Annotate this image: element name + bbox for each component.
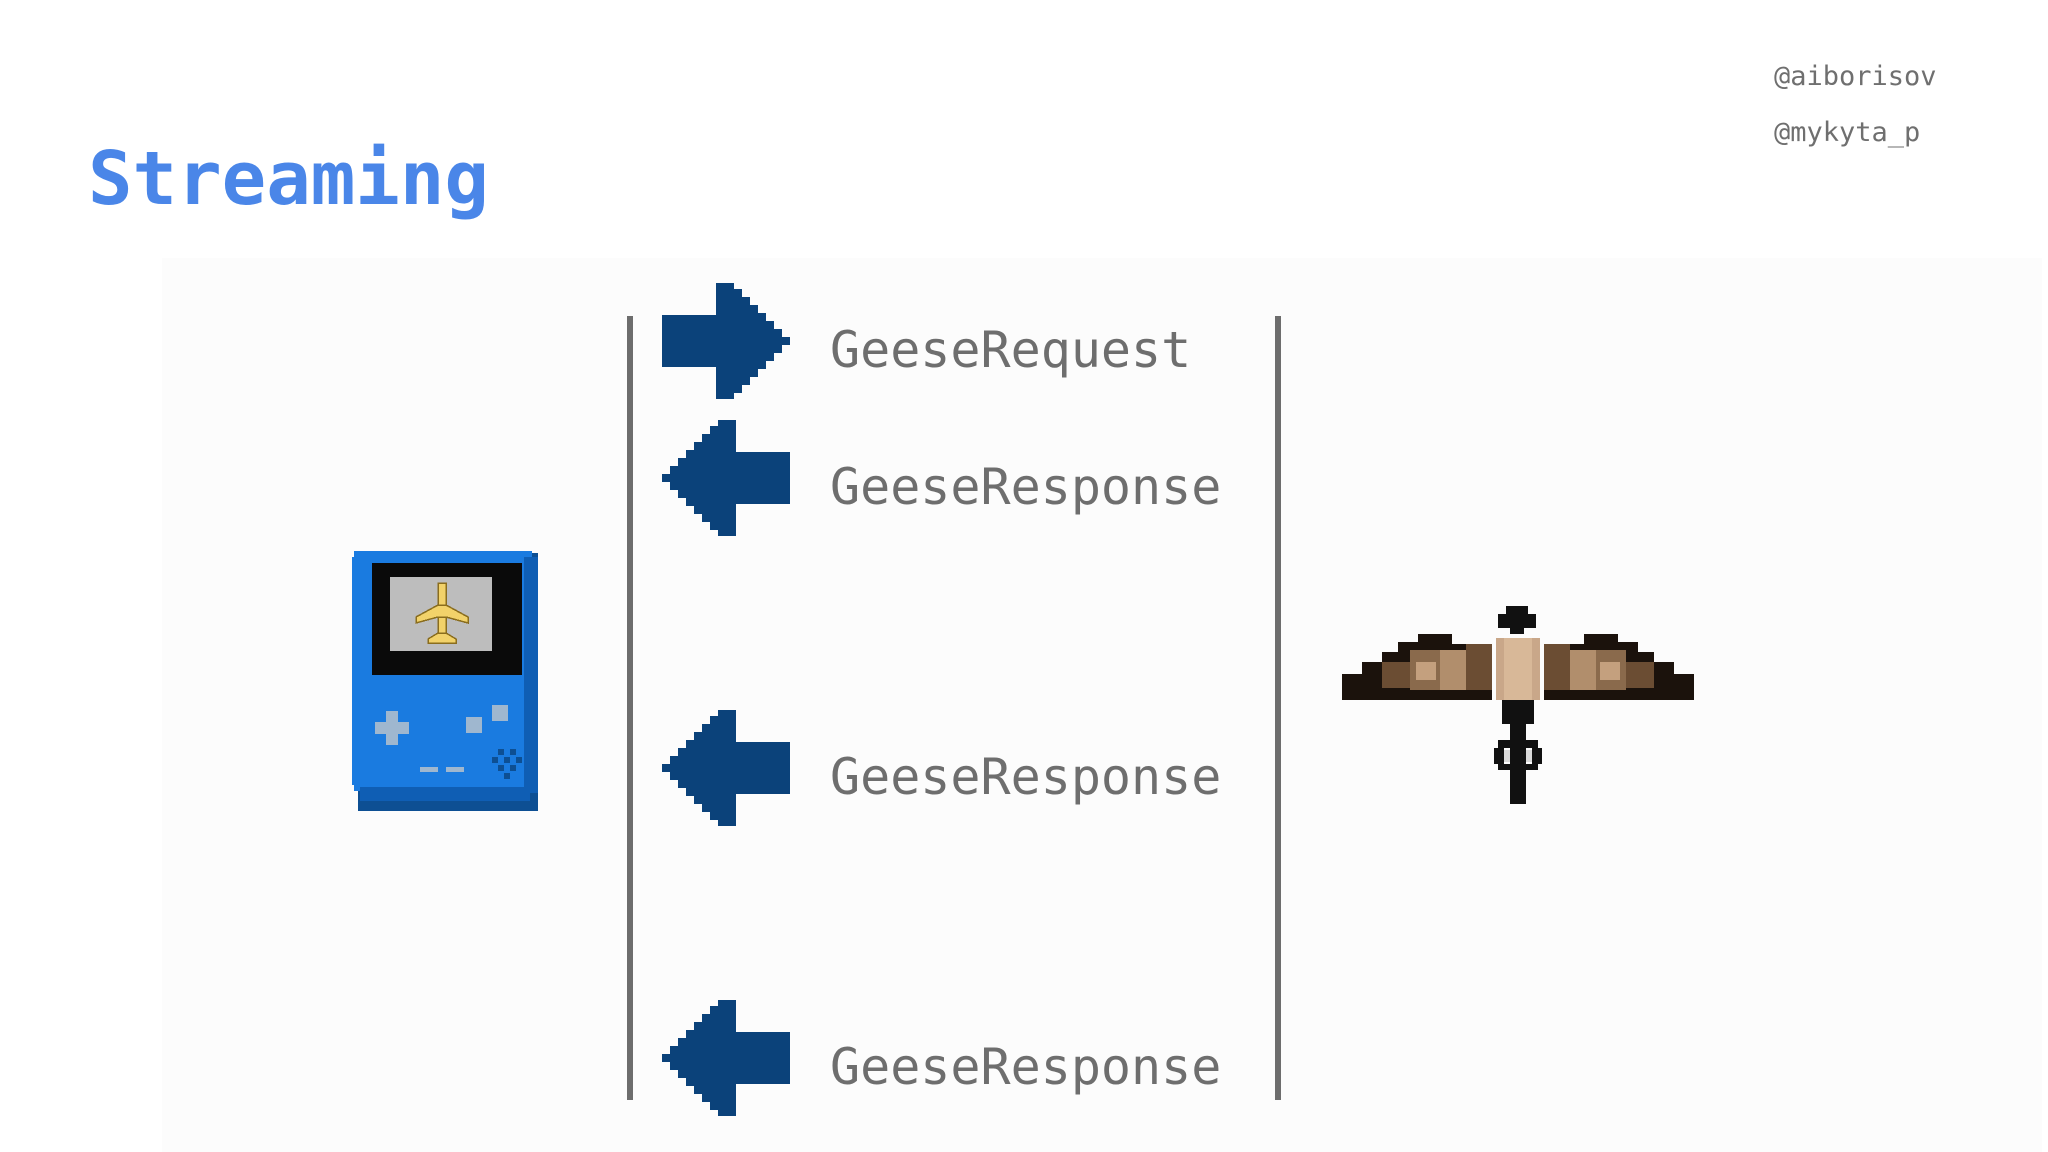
message-label-request: GeeseRequest — [830, 321, 1192, 379]
client-lifeline — [627, 316, 633, 1100]
message-label-response: GeeseResponse — [830, 1038, 1222, 1096]
message-label-response: GeeseResponse — [830, 458, 1222, 516]
arrow-left-icon — [662, 710, 790, 826]
author-handle-2: @mykyta_p — [1774, 117, 1921, 148]
arrow-right-icon — [662, 283, 790, 399]
slide-title: Streaming — [88, 136, 489, 222]
arrow-left-icon — [662, 420, 790, 536]
arrow-left-icon — [662, 1000, 790, 1116]
server-lifeline — [1275, 316, 1281, 1100]
author-handle-1: @aiborisov — [1774, 61, 1937, 92]
message-label-response: GeeseResponse — [830, 748, 1222, 806]
flying-goose-icon — [1342, 606, 1694, 804]
handheld-game-console-icon — [352, 551, 538, 811]
